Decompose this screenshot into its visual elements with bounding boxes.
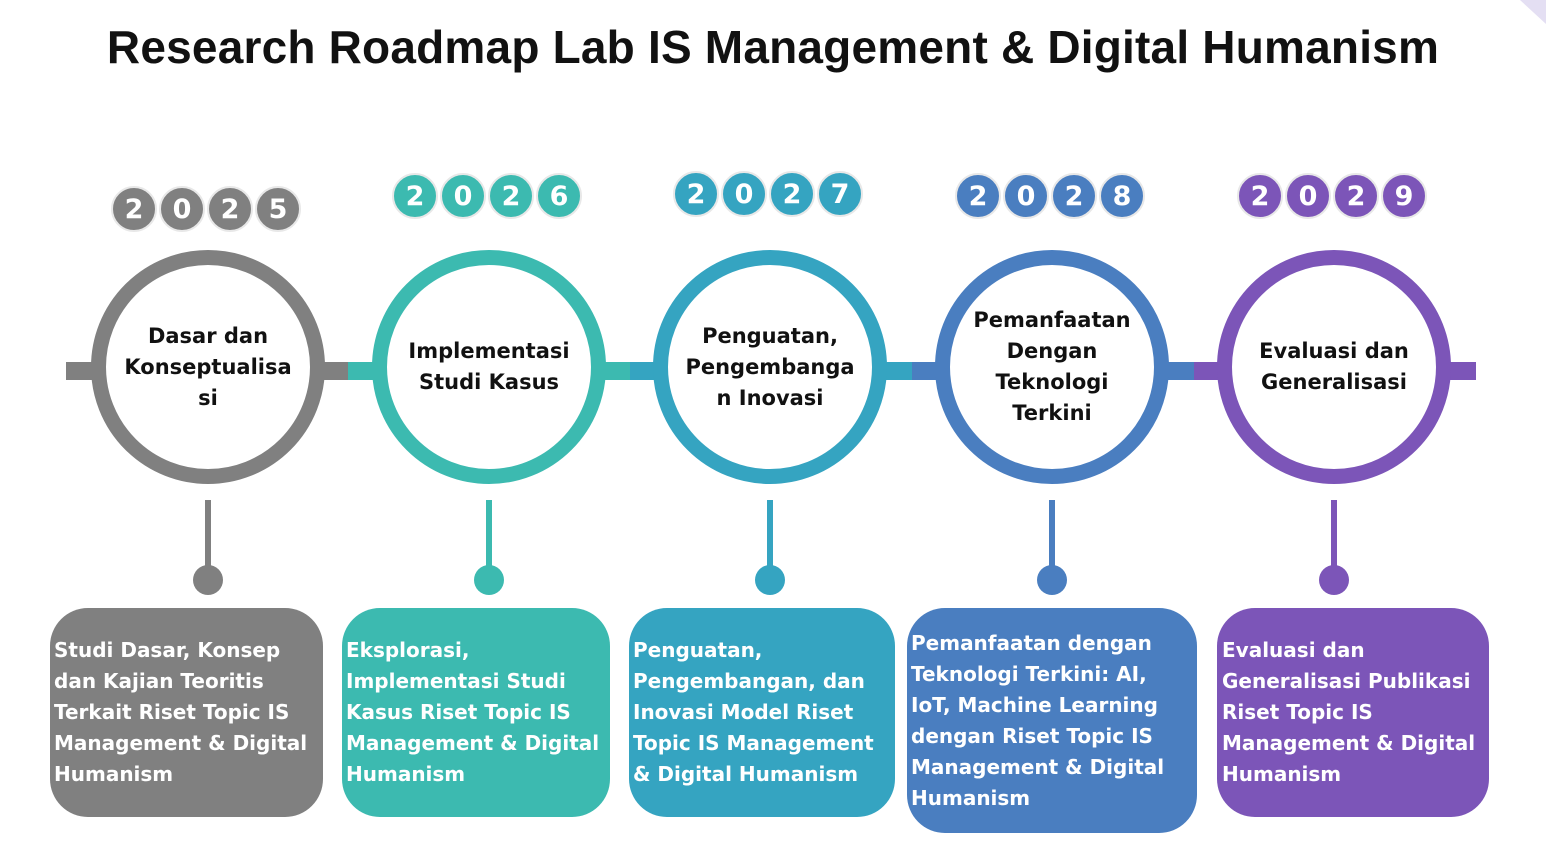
stage-description: Pemanfaatan dengan Teknologi Terkini: AI…: [911, 630, 1165, 810]
year-digit: 2: [1333, 173, 1379, 219]
year-digit: 2: [673, 171, 719, 217]
stage-description: Evaluasi dan Generalisasi Publikasi Rise…: [1222, 638, 1476, 786]
connector-dot: [755, 565, 785, 595]
year-digit: 2: [111, 186, 157, 232]
year-digits: 2 0 2 7: [673, 171, 863, 217]
year-digits: 2 0 2 5: [111, 186, 301, 232]
year-digit: 0: [721, 171, 767, 217]
year-digits: 2 0 2 9: [1237, 173, 1427, 219]
stage-heading: Penguatan, Pengembanga n Inovasi: [675, 272, 865, 462]
year-digits: 2 0 2 8: [955, 173, 1145, 219]
connector-dot: [474, 565, 504, 595]
year-digit: 2: [392, 173, 438, 219]
stage-description-box: Eksplorasi, Implementasi Studi Kasus Ris…: [342, 608, 610, 817]
stage-heading: Implementasi Studi Kasus: [394, 272, 584, 462]
connector-dot: [193, 565, 223, 595]
stage-description-box: Evaluasi dan Generalisasi Publikasi Rise…: [1217, 608, 1489, 817]
stage-description-box: Penguatan, Pengembangan, dan Inovasi Mod…: [629, 608, 895, 817]
year-digit: 2: [207, 186, 253, 232]
year-digit: 2: [769, 171, 815, 217]
year-digit: 2: [488, 173, 534, 219]
connector-stem: [767, 500, 773, 570]
stage-description: Eksplorasi, Implementasi Studi Kasus Ris…: [346, 638, 600, 786]
year-digit: 0: [159, 186, 205, 232]
year-digits: 2 0 2 6: [392, 173, 582, 219]
stage-description-box: Studi Dasar, Konsep dan Kajian Teoritis …: [50, 608, 323, 817]
year-digit: 5: [255, 186, 301, 232]
page-title: Research Roadmap Lab IS Management & Dig…: [106, 21, 1440, 73]
year-digit: 2: [1237, 173, 1283, 219]
year-digit: 9: [1381, 173, 1427, 219]
year-digit: 8: [1099, 173, 1145, 219]
year-digit: 0: [440, 173, 486, 219]
stage-heading: Pemanfaatan Dengan Teknologi Terkini: [957, 272, 1147, 462]
year-digit: 0: [1003, 173, 1049, 219]
stage-heading: Evaluasi dan Generalisasi: [1239, 272, 1429, 462]
corner-decoration: [1520, 0, 1546, 24]
year-digit: 2: [955, 173, 1001, 219]
year-digit: 0: [1285, 173, 1331, 219]
stage-description-box: Pemanfaatan dengan Teknologi Terkini: AI…: [907, 608, 1197, 833]
year-digit: 6: [536, 173, 582, 219]
stage-description: Penguatan, Pengembangan, dan Inovasi Mod…: [633, 638, 874, 786]
stage-description: Studi Dasar, Konsep dan Kajian Teoritis …: [54, 638, 308, 786]
year-digit: 7: [817, 171, 863, 217]
connector-dot: [1037, 565, 1067, 595]
connector-dot: [1319, 565, 1349, 595]
stage-heading: Dasar dan Konseptualisa si: [113, 272, 303, 462]
connector-stem: [1331, 500, 1337, 570]
connector-stem: [1049, 500, 1055, 570]
connector-stem: [205, 500, 211, 570]
connector-stem: [486, 500, 492, 570]
year-digit: 2: [1051, 173, 1097, 219]
